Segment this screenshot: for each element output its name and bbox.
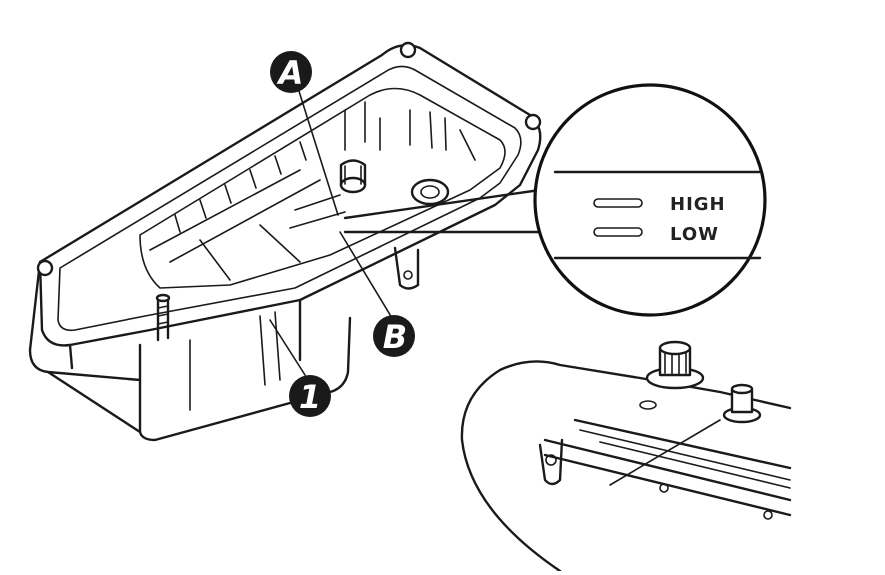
dipstick-tube-boss [339, 159, 367, 194]
valve-cover-edge [543, 418, 792, 517]
magnifier-circle [533, 83, 767, 317]
oil-pan-ribs [174, 141, 307, 233]
callout-a-label: A [276, 54, 304, 92]
corner-ear-left [36, 259, 54, 277]
corner-ear-top [399, 41, 417, 59]
valve-cover-outline [460, 360, 792, 573]
engine-bolt [659, 483, 669, 493]
oil-pan-sump-lines [189, 311, 281, 411]
oil-pan-end-wall [28, 260, 142, 434]
high-mark [593, 198, 643, 208]
low-mark [593, 227, 643, 237]
engine-dipstick-handle [722, 383, 762, 424]
oil-pan-baffle-lines [149, 101, 476, 281]
oil-pan-inner-rim [57, 65, 522, 332]
callout-b-badge [373, 315, 415, 357]
callout-1: 1 [289, 375, 331, 417]
engine-bracket [538, 438, 564, 486]
engine-bolt [763, 510, 773, 520]
callout-a-leader [297, 87, 339, 216]
callout-1-leader [269, 319, 306, 376]
engine-pointer-line [609, 419, 721, 486]
callout-a-badge [270, 51, 312, 93]
valve-cover-rail [579, 429, 791, 489]
corner-ear-right [524, 113, 542, 131]
oil-pan-sump-wall [138, 298, 352, 442]
mounting-stud [155, 293, 171, 342]
high-label: HIGH [670, 194, 726, 215]
low-label: LOW [670, 224, 719, 245]
callout-b-leader [339, 231, 393, 319]
callout-b: B [373, 315, 415, 357]
callout-a: A [270, 51, 312, 93]
engine-bolt [639, 400, 657, 410]
callout-b-label: B [383, 318, 407, 356]
right-lug [393, 246, 420, 290]
dipstick-magnifier: HIGH LOW [343, 83, 767, 317]
magnifier-funnel-top [343, 188, 542, 220]
drain-plug-boss [410, 178, 450, 206]
callout-1-badge [289, 375, 331, 417]
oil-filler-cap [645, 340, 705, 390]
callout-1-label: 1 [299, 378, 321, 416]
oil-pan-illustration [28, 41, 542, 442]
engine-inset [460, 340, 792, 573]
oil-pan-cavity [139, 87, 506, 289]
